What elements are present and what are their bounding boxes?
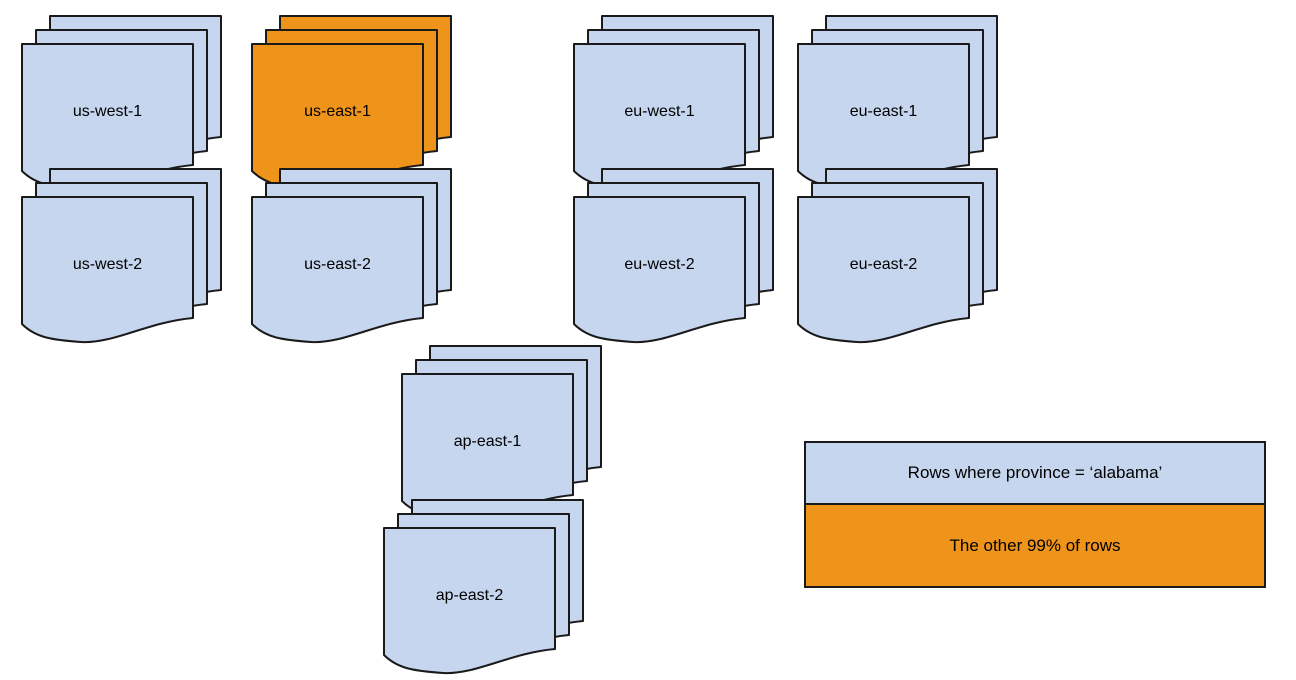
legend-item-blue: Rows where province = ‘alabama’ — [806, 443, 1264, 505]
document-front — [251, 196, 424, 344]
document-front — [797, 43, 970, 191]
legend-item-orange: The other 99% of rows — [806, 505, 1264, 586]
document-stack-shape — [21, 168, 222, 344]
document-front — [383, 527, 556, 675]
document-stack-shape — [401, 345, 602, 521]
region-stack-us-east-1[interactable]: us-east-1 — [251, 15, 452, 191]
document-stack-shape — [383, 499, 584, 675]
document-front — [573, 43, 746, 191]
document-front — [21, 196, 194, 344]
legend: Rows where province = ‘alabama’ The othe… — [804, 441, 1266, 588]
document-front — [21, 43, 194, 191]
document-front — [573, 196, 746, 344]
document-stack-shape — [573, 168, 774, 344]
region-stack-eu-east-1[interactable]: eu-east-1 — [797, 15, 998, 191]
document-stack-shape — [251, 168, 452, 344]
region-stack-ap-east-2[interactable]: ap-east-2 — [383, 499, 584, 675]
region-stack-us-east-2[interactable]: us-east-2 — [251, 168, 452, 344]
legend-label-blue: Rows where province = ‘alabama’ — [907, 463, 1163, 482]
region-stack-eu-west-1[interactable]: eu-west-1 — [573, 15, 774, 191]
region-stack-eu-west-2[interactable]: eu-west-2 — [573, 168, 774, 344]
region-stack-us-west-2[interactable]: us-west-2 — [21, 168, 222, 344]
document-front — [251, 43, 424, 191]
document-stack-shape — [251, 15, 452, 191]
document-front — [401, 373, 574, 521]
region-stack-ap-east-1[interactable]: ap-east-1 — [401, 345, 602, 521]
document-front — [797, 196, 970, 344]
region-stack-eu-east-2[interactable]: eu-east-2 — [797, 168, 998, 344]
legend-label-orange: The other 99% of rows — [949, 535, 1121, 555]
region-stack-us-west-1[interactable]: us-west-1 — [21, 15, 222, 191]
document-stack-shape — [21, 15, 222, 191]
document-stack-shape — [797, 15, 998, 191]
document-stack-shape — [797, 168, 998, 344]
document-stack-shape — [573, 15, 774, 191]
